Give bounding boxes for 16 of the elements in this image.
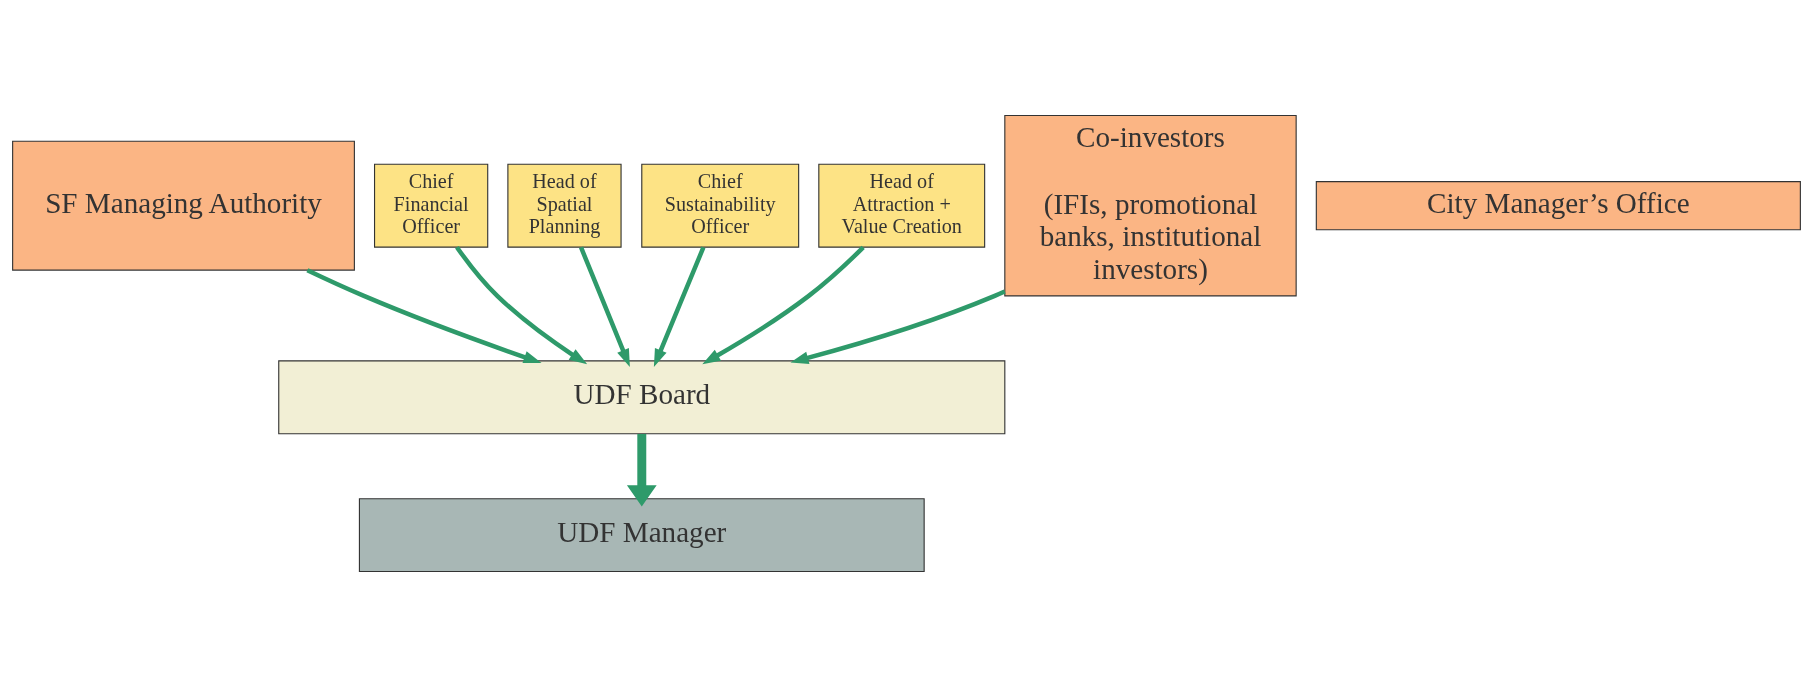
arrow [626, 433, 657, 506]
arrow [579, 246, 630, 367]
node-box: City Manager’s Office [1315, 180, 1801, 230]
arrow [306, 267, 542, 363]
node-box: Chief Financial Officer [374, 163, 489, 248]
arrow [455, 245, 588, 364]
arrow [653, 246, 706, 367]
arrow [790, 289, 1006, 364]
node-box: Chief Sustainability Officer [641, 163, 800, 248]
node-box: UDF Board [278, 359, 1006, 434]
node-box: SF Managing Authority [12, 140, 355, 271]
arrow [702, 245, 865, 364]
node-box: Head of Attraction + Value Creation [818, 163, 986, 248]
node-box: Head of Spatial Planning [507, 163, 622, 248]
node-box: UDF Manager [358, 497, 925, 572]
node-box: Co-investors (IFIs, promotional banks, institutional investors) [1004, 114, 1297, 296]
